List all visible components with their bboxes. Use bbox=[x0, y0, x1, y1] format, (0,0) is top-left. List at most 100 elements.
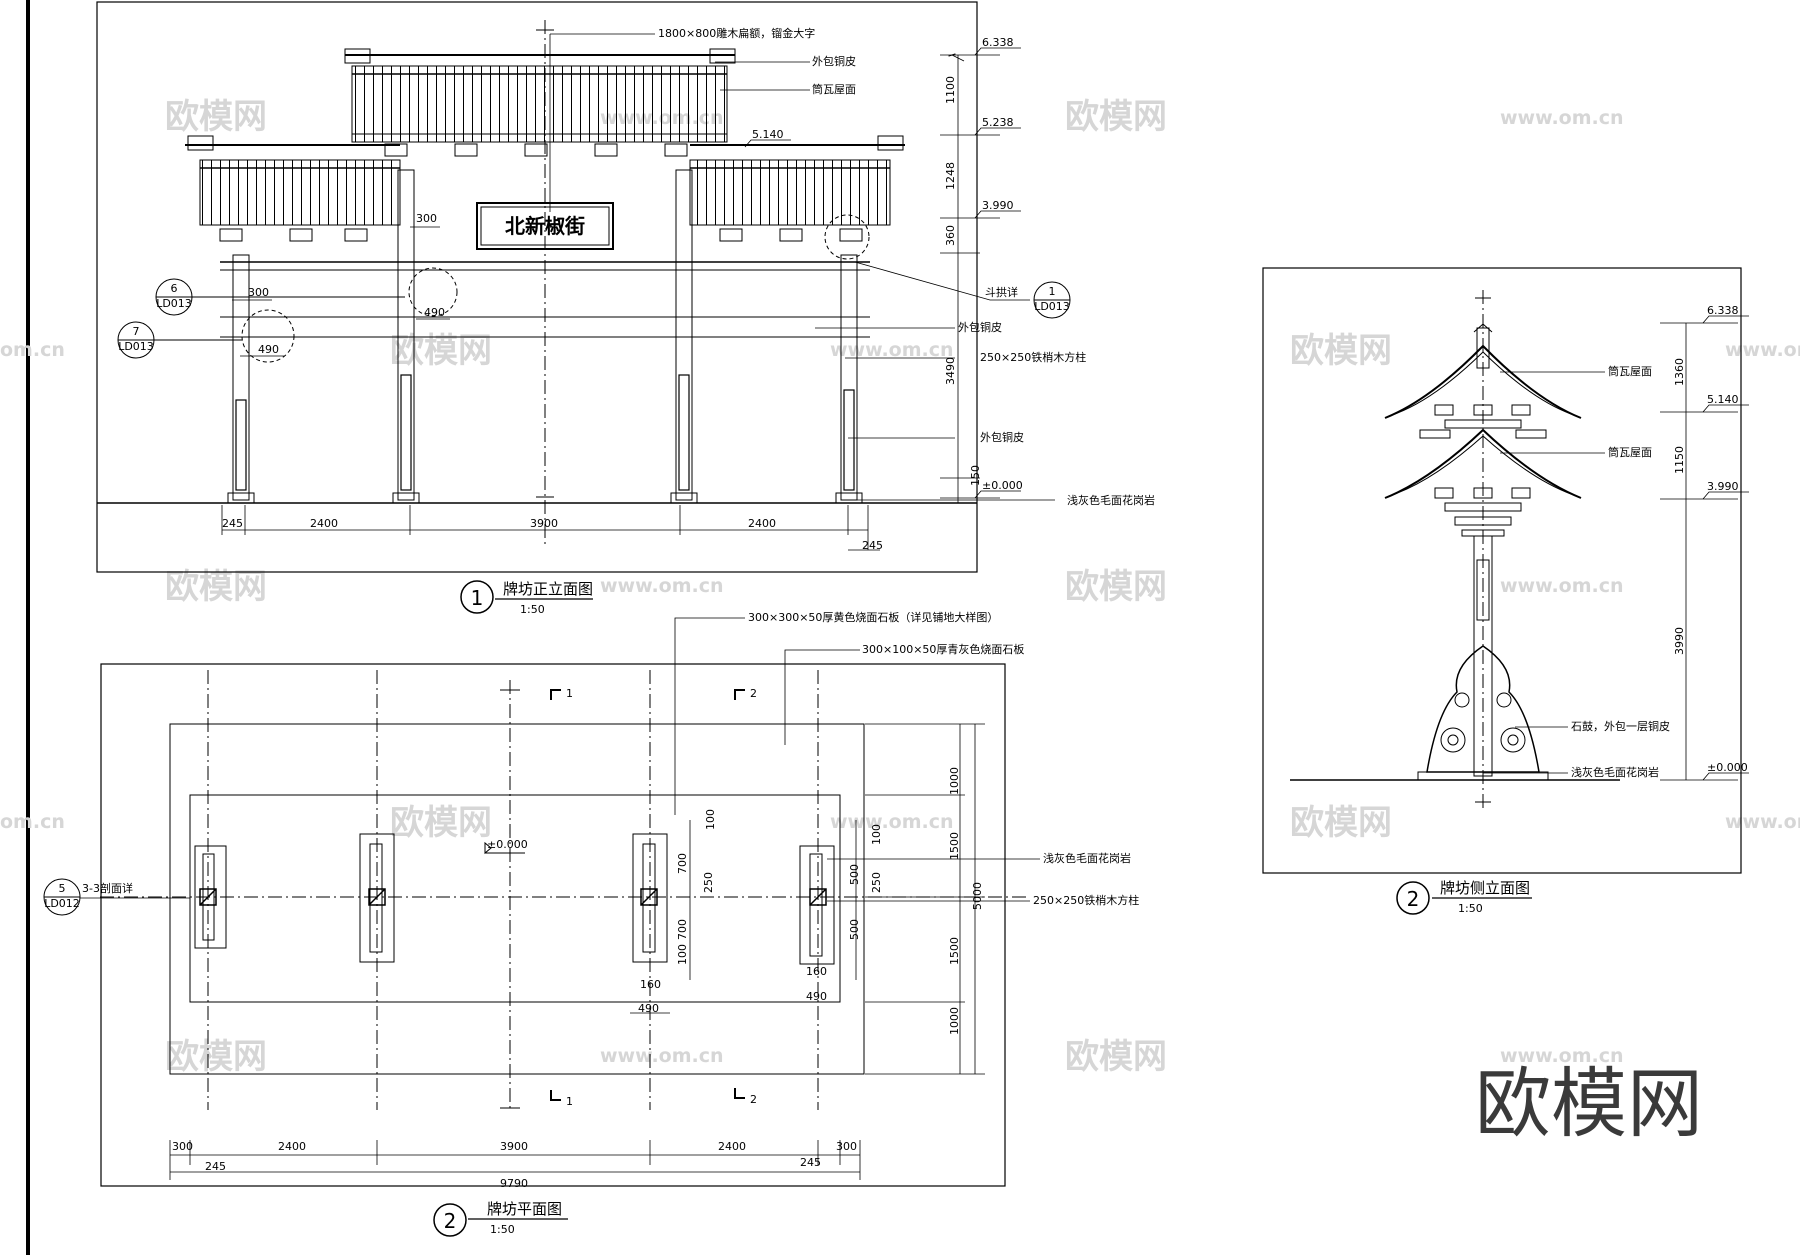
dim-label: 2400 bbox=[718, 1140, 746, 1153]
lower-roof-left bbox=[185, 135, 401, 242]
side-elevation-title: 2 牌坊侧立面图 1:50 bbox=[1396, 879, 1532, 915]
level-label: 3.990 bbox=[982, 199, 1014, 212]
ref-number: 1 bbox=[1049, 285, 1056, 298]
upper-roof-brackets bbox=[384, 143, 688, 157]
watermark-url: www.om.cn bbox=[830, 339, 954, 361]
ref-number: 7 bbox=[133, 325, 140, 338]
watermark-logo: 欧模网 bbox=[165, 97, 267, 137]
callout-column: 250×250铁梢木方柱 bbox=[1033, 893, 1139, 907]
front-elevation-frame bbox=[96, 1, 978, 573]
dim-label: 300 bbox=[836, 1140, 857, 1153]
ref-number: 5 bbox=[59, 882, 66, 895]
plan-outer-paving bbox=[169, 723, 865, 1075]
level-label: 5.140 bbox=[752, 128, 784, 141]
watermark-logo: 欧模网 bbox=[1065, 1037, 1167, 1077]
ref-sheet: LD012 bbox=[44, 897, 80, 910]
plan-dim-labels: 300 2400 3900 2400 300 245 245 9790 1000… bbox=[172, 767, 984, 1190]
drawing-title: 牌坊正立面图 bbox=[503, 580, 593, 598]
watermark-url: www.om.cn bbox=[1500, 575, 1624, 597]
callout-copper-2: 外包铜皮 bbox=[958, 320, 1002, 334]
watermark-url: www.om.cn bbox=[600, 1045, 724, 1067]
plan-view bbox=[100, 663, 1030, 1187]
plan-dims bbox=[169, 723, 985, 1180]
callout-column: 250×250铁梢木方柱 bbox=[980, 350, 1086, 364]
watermark-url: www.om.cn bbox=[1725, 811, 1800, 833]
side-upper-roof bbox=[1384, 344, 1582, 419]
watermarks: 欧模网 www.om.cn 欧模网 www.om.cn om.cn 欧模网 ww… bbox=[0, 97, 1800, 1077]
front-levels: 6.338 5.238 5.140 3.990 ±0.000 1100 1248… bbox=[752, 36, 1023, 492]
front-hdim-labels: 245 2400 3900 2400 245 300 300 490 490 bbox=[222, 212, 883, 552]
side-upper-brackets bbox=[1419, 404, 1547, 439]
dim-label: 700 bbox=[676, 919, 689, 940]
level-label: ±0.000 bbox=[982, 479, 1023, 492]
callout-paver-2: 300×100×50厚青灰色烧面石板 bbox=[862, 642, 1024, 656]
front-vertical-dims bbox=[744, 47, 1021, 503]
upper-roof bbox=[344, 48, 736, 157]
side-elevation bbox=[1262, 267, 1742, 874]
watermark-url: www.om.cn bbox=[1725, 339, 1800, 361]
dim-label: 300 bbox=[248, 286, 269, 299]
dim-label: 300 bbox=[416, 212, 437, 225]
dim-label: 1248 bbox=[944, 162, 957, 190]
callout-paver-1: 300×300×50厚黄色烧面石板（详见铺地大样图） bbox=[748, 610, 998, 624]
dim-label: 1500 bbox=[948, 937, 961, 965]
callout-section: 3-3剖面详 bbox=[82, 881, 133, 895]
dim-label: 2400 bbox=[748, 517, 776, 530]
plan-detail-ref-text: 5 LD012 bbox=[44, 882, 80, 910]
watermark-logo: 欧模网 bbox=[1065, 97, 1167, 137]
plan-title: 2 牌坊平面图 1:50 bbox=[433, 1200, 568, 1237]
drawing-index: 2 bbox=[444, 1209, 457, 1233]
section-label: 2 bbox=[750, 687, 757, 700]
dim-label: 100 bbox=[704, 809, 717, 830]
dim-label: 160 bbox=[806, 965, 827, 978]
watermark-url: www.om.cn bbox=[600, 575, 724, 597]
front-elevation-title: 1 牌坊正立面图 1:50 bbox=[460, 580, 593, 616]
dim-label: 245 bbox=[800, 1156, 821, 1169]
callout-drum: 石鼓，外包一层铜皮 bbox=[1571, 719, 1670, 733]
dim-label: 245 bbox=[222, 517, 243, 530]
front-detail-refs bbox=[117, 278, 1071, 359]
callout-granite: 浅灰色毛面花岗岩 bbox=[1067, 493, 1155, 507]
side-leaders bbox=[1483, 371, 1605, 774]
watermark-url: om.cn bbox=[0, 811, 65, 833]
sign-board bbox=[476, 202, 614, 250]
dim-label: 245 bbox=[862, 539, 883, 552]
section-label: 2 bbox=[750, 1093, 757, 1106]
dim-label: 1360 bbox=[1673, 358, 1686, 386]
dim-label: 490 bbox=[424, 306, 445, 319]
level-label: ±0.000 bbox=[487, 838, 528, 851]
column-copper-sleeves bbox=[235, 374, 855, 491]
watermark-logo: 欧模网 bbox=[390, 803, 492, 843]
front-columns bbox=[227, 169, 863, 504]
dim-label: 3490 bbox=[944, 357, 957, 385]
drawing-title: 牌坊平面图 bbox=[487, 1200, 562, 1218]
front-leaders bbox=[549, 33, 1055, 501]
dim-label: 5000 bbox=[971, 882, 984, 910]
dim-label: 150 bbox=[969, 465, 982, 486]
ref-sheet: LD013 bbox=[1034, 300, 1070, 313]
drawing-scale: 1:50 bbox=[1458, 902, 1483, 915]
dim-label: 1500 bbox=[948, 832, 961, 860]
dim-label: 1000 bbox=[948, 767, 961, 795]
section-label: 1 bbox=[566, 687, 573, 700]
callout-roof-2: 筒瓦屋面 bbox=[1608, 445, 1652, 459]
callout-bracket: 斗拱详 bbox=[985, 285, 1018, 299]
side-callouts: 筒瓦屋面 筒瓦屋面 石鼓，外包一层铜皮 浅灰色毛面花岗岩 bbox=[1571, 364, 1670, 779]
callout-granite: 浅灰色毛面花岗岩 bbox=[1571, 765, 1659, 779]
dim-label: 360 bbox=[944, 225, 957, 246]
brand-watermark: 欧模网 bbox=[1475, 1059, 1703, 1148]
dim-label: 1100 bbox=[944, 76, 957, 104]
dim-label: 1150 bbox=[1673, 446, 1686, 474]
drawing-index: 2 bbox=[1407, 887, 1420, 911]
watermark-logo: 欧模网 bbox=[1290, 803, 1392, 843]
ref-sheet: LD013 bbox=[118, 340, 154, 353]
front-elevation bbox=[96, 1, 978, 573]
side-levels: 6.338 5.140 3.990 ±0.000 1360 1150 3990 bbox=[1673, 304, 1748, 774]
level-label: 5.140 bbox=[1707, 393, 1739, 406]
watermark-logo: 欧模网 bbox=[165, 1037, 267, 1077]
watermark-url: www.om.cn bbox=[830, 811, 954, 833]
side-column bbox=[1473, 535, 1493, 777]
side-lower-roof bbox=[1384, 428, 1582, 499]
watermark-logo: 欧模网 bbox=[165, 567, 267, 607]
plan-columns bbox=[199, 888, 827, 906]
